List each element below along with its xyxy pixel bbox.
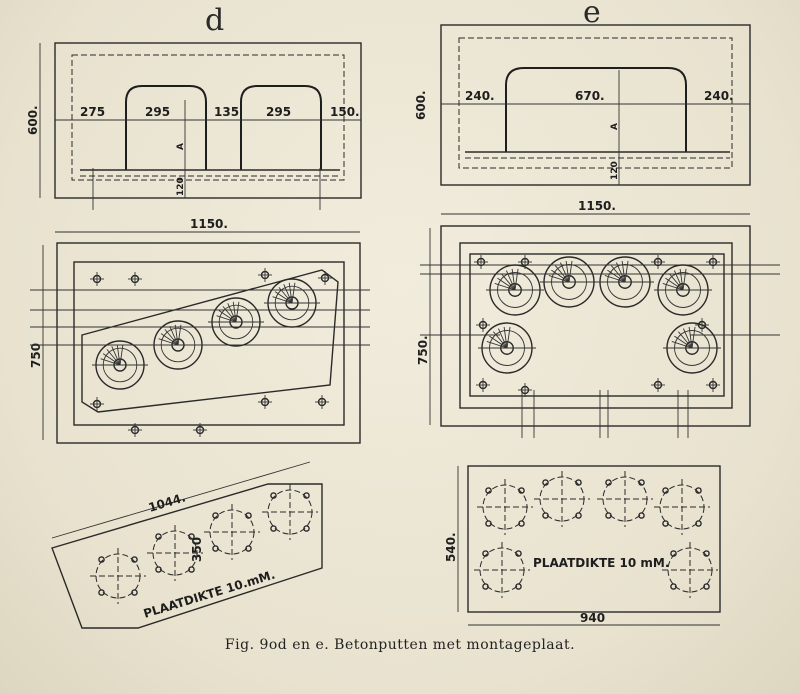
section-e-w2: 240. <box>704 89 734 103</box>
section-e-inner-dashed <box>458 37 733 169</box>
section-e-w1: 240. <box>465 89 495 103</box>
bolt-mark <box>476 318 490 332</box>
panel-e-letter: e <box>583 0 601 30</box>
section-d-w1: 275 <box>80 105 105 119</box>
meter-symbol <box>264 278 320 328</box>
meter-symbol <box>663 322 721 374</box>
bolt-mark <box>193 423 207 437</box>
plate-hole-pattern <box>662 542 718 598</box>
plan-e-meters <box>478 256 721 374</box>
plan-e-width: 1150. <box>578 199 616 213</box>
panel-d-plate: 1044. 350 PLAATDIKTE 10.mM. <box>51 461 323 629</box>
section-d-opening-1 <box>125 85 207 170</box>
bolt-mark <box>90 397 104 411</box>
plan-e-inner <box>459 242 733 409</box>
meter-symbol <box>478 322 536 374</box>
panel-e-plan: 1150. 750. <box>416 199 780 438</box>
plan-d-mounting-plate <box>81 269 339 413</box>
section-e-depth: 120 <box>610 161 620 180</box>
bolt-mark <box>315 395 329 409</box>
section-e-opening <box>505 67 687 152</box>
section-d-w2: 135 <box>214 105 239 119</box>
plate-hole-pattern <box>477 479 533 535</box>
plate-hole-pattern <box>262 484 318 540</box>
meter-symbol <box>92 340 148 390</box>
bolt-mark <box>651 378 665 392</box>
plan-d-width: 1150. <box>190 217 228 231</box>
plan-e-bolts <box>474 255 720 397</box>
plan-e-outer <box>440 225 751 427</box>
meter-symbol <box>208 297 264 347</box>
bolt-mark <box>695 318 709 332</box>
plate-d-note: PLAATDIKTE 10.mM. <box>142 567 277 620</box>
meter-symbol <box>654 264 712 316</box>
bolt-mark <box>651 255 665 269</box>
section-e-opening-dim: 670. <box>575 89 605 103</box>
section-d-w3: 150. <box>330 105 360 119</box>
panel-d-plan: 1150. 750 <box>29 217 370 444</box>
plate-hole-pattern <box>90 548 146 604</box>
panel-e-section: e 600. 240. 670. 240. A 120 <box>414 0 751 186</box>
bolt-mark <box>128 423 142 437</box>
section-d-opening1: 295 <box>145 105 170 119</box>
section-d-outer-wall <box>54 42 362 199</box>
plate-d-width: 350 <box>190 537 204 562</box>
section-d-a-label: A <box>176 143 186 150</box>
plate-e-note: PLAATDIKTE 10 mM. <box>533 556 669 570</box>
plate-e-outline <box>467 465 721 613</box>
plan-d-height: 750 <box>29 343 43 368</box>
bolt-mark <box>706 255 720 269</box>
plan-e-height: 750. <box>416 335 430 365</box>
bolt-mark <box>90 272 104 286</box>
plate-d-outline <box>51 483 323 629</box>
bolt-mark <box>706 378 720 392</box>
plate-hole-pattern <box>597 471 653 527</box>
section-d-height: 600. <box>26 105 40 135</box>
section-e-a-label: A <box>610 123 620 130</box>
plan-e-mounting-plate <box>469 253 725 397</box>
plate-e-height: 540. <box>444 532 458 562</box>
panel-d-letter: d <box>205 3 224 38</box>
bolt-mark <box>318 271 332 285</box>
bolt-mark <box>476 378 490 392</box>
plate-e-width: 940 <box>580 611 605 625</box>
plate-hole-pattern <box>474 542 530 598</box>
plate-e-circles <box>474 471 718 598</box>
bolt-mark <box>258 395 272 409</box>
bolt-mark <box>518 255 532 269</box>
plate-d-length: 1044. <box>147 490 187 514</box>
plan-d-bolts <box>90 268 332 437</box>
plate-d-length-dim <box>51 461 311 539</box>
plate-hole-pattern <box>654 479 710 535</box>
section-e-height: 600. <box>414 90 428 120</box>
bolt-mark <box>258 268 272 282</box>
panel-d-section: d 600. 275 295 135 295 150. A 120 <box>26 3 362 210</box>
plan-d-outer <box>56 242 361 444</box>
section-d-depth: 120 <box>176 177 186 196</box>
plate-hole-pattern <box>204 504 260 560</box>
meter-symbol <box>540 256 598 308</box>
plan-d-meters <box>92 278 320 390</box>
bolt-mark <box>128 272 142 286</box>
bolt-mark <box>518 383 532 397</box>
section-d-opening-2 <box>240 85 322 170</box>
plate-d-circles <box>90 484 318 604</box>
meter-symbol <box>596 256 654 308</box>
section-d-inner-dashed <box>71 54 345 181</box>
plate-hole-pattern <box>147 525 203 581</box>
figure-caption: Fig. 9od en e. Betonputten met montagepl… <box>224 637 576 653</box>
plan-d-inner <box>73 261 345 426</box>
meter-symbol <box>150 320 206 370</box>
section-d-opening2: 295 <box>266 105 291 119</box>
section-e-outer-wall <box>440 24 751 186</box>
panel-e-plate: 940 540. PLAATDIKTE 10 mM. <box>444 465 721 626</box>
plate-hole-pattern <box>534 471 590 527</box>
meter-symbol <box>486 264 544 316</box>
bolt-mark <box>474 255 488 269</box>
